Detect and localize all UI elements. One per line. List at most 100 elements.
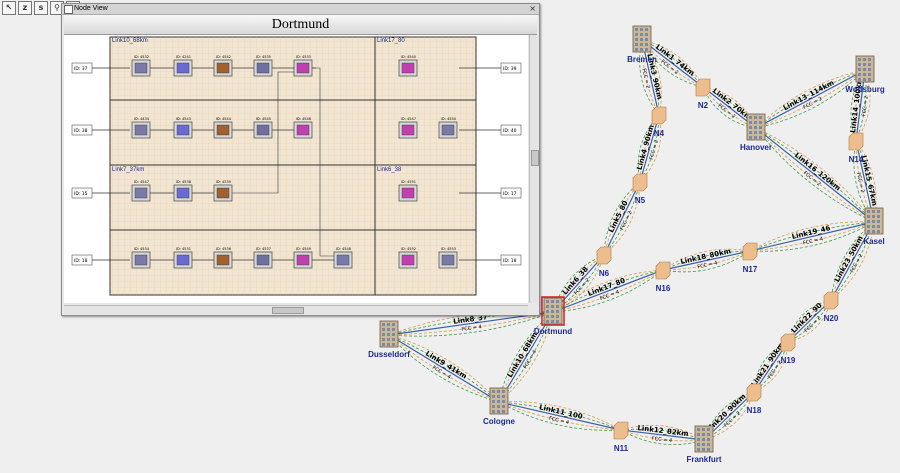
window — [707, 443, 710, 446]
lightpath — [662, 250, 751, 271]
node-n4[interactable]: N4 — [651, 106, 667, 138]
node-hanover[interactable]: Hanover — [740, 113, 772, 152]
link-line[interactable] — [498, 401, 622, 431]
node-n17[interactable]: N17 — [743, 242, 758, 274]
node-wolfsburg[interactable]: Wolfsburg — [845, 55, 885, 94]
module-block[interactable]: ID: 4531 — [173, 247, 193, 269]
node-n11[interactable]: N11 — [613, 421, 629, 453]
window — [877, 220, 880, 223]
close-icon[interactable]: × — [529, 4, 536, 13]
zoom-icon[interactable]: z — [18, 1, 32, 15]
module-block[interactable]: ID: 4537 — [253, 247, 273, 269]
node-n16[interactable]: N16 — [656, 261, 671, 293]
window — [868, 63, 871, 66]
horizontal-scrollbar[interactable] — [64, 305, 528, 314]
node-kasel[interactable]: Kasel — [863, 207, 885, 246]
module-block[interactable]: ID: 4434 — [131, 117, 151, 139]
node-cologne[interactable]: Cologne — [483, 387, 516, 426]
window — [707, 448, 710, 451]
node-n20[interactable]: N20 — [823, 291, 839, 323]
link-line[interactable] — [662, 250, 751, 271]
node-n19[interactable]: N19 — [781, 333, 796, 365]
node-dortmund[interactable]: Dortmund — [534, 296, 572, 336]
module-block[interactable]: ID: 4533 — [293, 55, 313, 77]
window — [635, 38, 638, 41]
link-line[interactable] — [749, 221, 875, 252]
window — [392, 343, 395, 346]
node-n2[interactable]: N2 — [695, 78, 711, 110]
module-block[interactable]: ID: 4547 — [398, 117, 418, 139]
module-block[interactable]: ID: 4538 — [173, 180, 193, 202]
module-block[interactable]: ID: 4547 — [131, 180, 151, 202]
node-n6[interactable]: N6 — [596, 246, 612, 278]
node-frankfurt[interactable]: Frankfurt — [686, 425, 722, 464]
window — [556, 320, 559, 323]
module-block[interactable]: ID: 4532 — [131, 55, 151, 77]
scroll-thumb[interactable] — [531, 150, 539, 166]
link-line[interactable] — [755, 127, 875, 223]
module-block[interactable]: ID: 4546 — [293, 117, 313, 139]
box-node-icon — [746, 383, 762, 402]
scroll-thumb[interactable] — [272, 307, 304, 314]
window — [759, 116, 762, 119]
module-block[interactable]: ID: 4551 — [398, 180, 418, 202]
link-line[interactable] — [639, 114, 660, 183]
link-line[interactable] — [620, 429, 705, 441]
link-line[interactable] — [388, 334, 500, 403]
module-block[interactable]: ID: 4552 — [398, 247, 418, 269]
module-block[interactable]: ID: 4550 — [438, 117, 458, 139]
node-n14[interactable]: N14 — [848, 132, 864, 164]
box-node-icon — [848, 132, 864, 151]
link-line[interactable] — [830, 221, 875, 301]
pan-icon[interactable]: s — [34, 1, 48, 15]
node-n18[interactable]: N18 — [746, 383, 762, 415]
vertical-scrollbar[interactable] — [529, 35, 539, 303]
window — [697, 433, 700, 436]
module-block[interactable]: ID: 4540 — [398, 55, 418, 77]
module-block[interactable]: ID: 4542 — [213, 55, 233, 77]
module-block[interactable]: ID: 4544 — [213, 117, 233, 139]
node-label: Dusseldorf — [368, 350, 410, 359]
module-block[interactable]: ID: 4545 — [253, 117, 273, 139]
node-n5[interactable]: N5 — [632, 173, 648, 205]
module-block[interactable]: ID: 4543 — [173, 117, 193, 139]
window — [867, 220, 870, 223]
link-line[interactable] — [498, 311, 554, 403]
link-line[interactable] — [641, 39, 704, 88]
node-bremen[interactable]: Bremen — [627, 25, 657, 64]
link-line[interactable] — [641, 39, 660, 116]
subnet-label: Link6_38 — [377, 167, 402, 173]
link-icon[interactable]: ⚲ — [50, 1, 64, 15]
module-icon — [216, 187, 230, 199]
node-dusseldorf[interactable]: Dusseldorf — [368, 320, 410, 359]
module-block[interactable]: ID: 4548 — [333, 247, 353, 269]
port-id: ID: 39 — [503, 66, 517, 72]
select-icon[interactable]: ↖ — [2, 1, 16, 15]
module-block[interactable]: ID: 4553 — [438, 247, 458, 269]
window — [707, 428, 710, 431]
link-line[interactable] — [552, 269, 664, 313]
module-block[interactable]: ID: 4535 — [253, 55, 273, 77]
module-block[interactable]: ID: 4536 — [213, 247, 233, 269]
module-block[interactable]: ID: 4241 — [173, 55, 193, 77]
module-id: ID: 4549 — [296, 247, 311, 251]
box-node-icon — [823, 291, 839, 310]
module-block[interactable]: ID: 4539 — [213, 180, 233, 202]
window-titlebar[interactable]: Node View × — [62, 4, 539, 15]
module-block[interactable]: ID: 4534 — [131, 247, 151, 269]
window — [702, 428, 705, 431]
window — [858, 63, 861, 66]
link-line[interactable] — [603, 181, 641, 256]
module-block[interactable]: ID: 4549 — [293, 247, 313, 269]
link-line[interactable] — [755, 69, 866, 129]
